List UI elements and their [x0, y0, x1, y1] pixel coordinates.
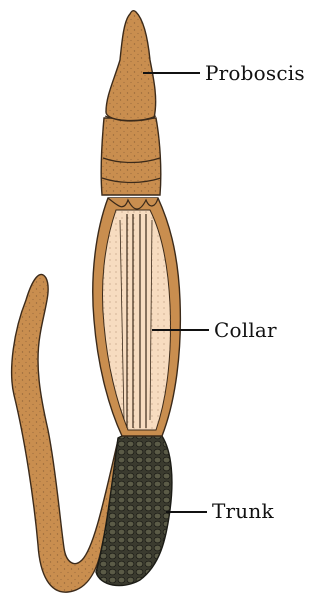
- collar-label: Collar: [214, 320, 277, 340]
- collar-neck: [101, 118, 161, 195]
- proboscis-label: Proboscis: [205, 63, 305, 83]
- collar-region: [93, 198, 181, 436]
- trunk-label: Trunk: [212, 501, 274, 521]
- proboscis-shape: [105, 11, 156, 121]
